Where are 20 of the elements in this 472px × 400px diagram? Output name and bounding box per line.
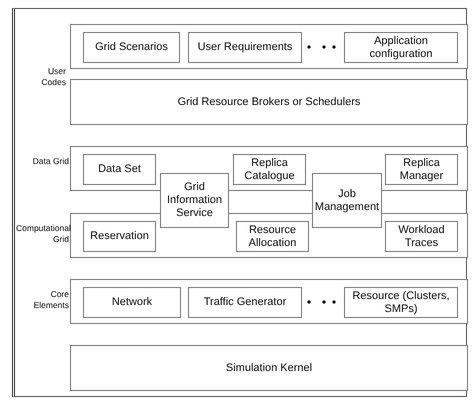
layer-label: Data Grid [32, 156, 69, 167]
component-box: Network [83, 287, 181, 318]
component-box: Grid Information Service [160, 173, 229, 228]
component-box: Reservation [83, 221, 156, 252]
layer-band: Grid Resource Brokers or Schedulers [70, 79, 468, 125]
component-box: Resource (Clusters, SMPs) [344, 287, 458, 318]
component-box: User Requirements [188, 32, 302, 63]
layer-label: Core Elements [32, 289, 69, 311]
component-box: Data Set [83, 154, 156, 185]
component-box: Job Management [312, 173, 382, 228]
layer-label: User Codes [40, 66, 66, 88]
component-box: Replica Manager [385, 154, 458, 185]
component-box: Traffic Generator [188, 287, 302, 318]
component-box: Workload Traces [385, 221, 458, 252]
component-box: Resource Allocation [236, 221, 309, 252]
component-box: Replica Catalogue [233, 154, 306, 185]
layer-band [70, 24, 468, 69]
layer-band: Simulation Kernel [70, 345, 468, 391]
component-box: Grid Scenarios [83, 32, 180, 63]
component-box: Application configuration [344, 32, 458, 63]
